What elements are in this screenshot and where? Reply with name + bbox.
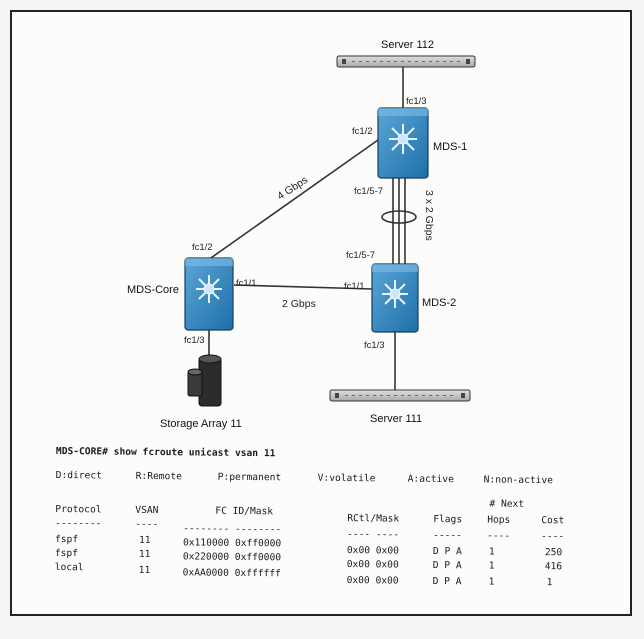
port-core-fc1-2: fc1/2 — [192, 242, 213, 253]
server-icon — [329, 389, 471, 402]
links — [207, 66, 417, 391]
port-mds1-fc1-2: fc1/2 — [352, 126, 373, 137]
screenshot-frame — [10, 10, 632, 616]
mds-1-label: MDS-1 — [433, 141, 467, 153]
server-112: Server 112 — [336, 39, 476, 68]
link-label-core-mds1: 4 Gbps — [275, 174, 310, 203]
mds-2-switch: MDS-2 — [371, 263, 456, 333]
legend-volatile: V:volatile — [317, 472, 376, 485]
mds-core-label: MDS-Core — [127, 284, 179, 296]
legend-remote: R:Remote — [135, 470, 182, 483]
port-labels: fc1/3 fc1/2 fc1/5-7 fc1/5-7 fc1/1 fc1/3 … — [184, 96, 427, 351]
server-111-label: Server 111 — [370, 413, 422, 425]
legend-non-active: N:non-active — [483, 474, 554, 487]
legend-active: A:active — [407, 473, 454, 486]
header-protocol: Protocol — [55, 503, 102, 516]
header-fcid-mask: FC ID/Mask — [215, 505, 274, 518]
header-cost: Cost — [541, 515, 565, 527]
server-111: Server 111 — [329, 389, 471, 425]
port-mds2-fc1-3: fc1/3 — [364, 340, 385, 351]
link-label-core-mds2: 2 Gbps — [282, 298, 316, 310]
port-mds2-fc1-5-7: fc1/5-7 — [346, 250, 375, 261]
port-core-fc1-3: fc1/3 — [184, 335, 205, 346]
server-icon — [336, 55, 476, 68]
link-label-mds1-mds2: 3 x 2 Gbps — [423, 190, 435, 241]
port-mds1-fc1-5-7: fc1/5-7 — [354, 186, 383, 197]
header-flags: Flags — [433, 513, 463, 526]
legend-direct: D:direct — [55, 469, 102, 482]
port-channel-ring — [381, 210, 417, 224]
topology-diagram: Server 112 MDS-1 MDS-2 — [127, 39, 476, 430]
link-core-mds1 — [207, 139, 379, 261]
port-core-fc1-1: fc1/1 — [236, 278, 257, 289]
header-rctl-mask: RCtl/Mask — [347, 513, 400, 525]
storage-array-label: Storage Array 11 — [160, 418, 242, 430]
legend-permanent: P:permanent — [217, 471, 282, 484]
port-mds1-fc1-3: fc1/3 — [406, 96, 427, 107]
cli-output: MDS-CORE# show fcroute unicast vsan 11 D… — [54, 446, 616, 622]
port-mds2-fc1-1: fc1/1 — [344, 281, 365, 292]
header-next: # Next — [489, 498, 525, 510]
header-hops: Hops — [487, 514, 511, 526]
header-vsan: VSAN — [135, 504, 159, 517]
link-core-mds2 — [233, 284, 373, 290]
cli-command: MDS-CORE# show fcroute unicast vsan 11 — [55, 446, 276, 460]
storage-array-11: Storage Array 11 — [160, 354, 242, 430]
mds-2-label: MDS-2 — [422, 297, 456, 309]
server-112-label: Server 112 — [381, 39, 434, 51]
mds-core-switch: MDS-Core — [127, 257, 234, 331]
mds-1-switch: MDS-1 — [377, 107, 467, 179]
